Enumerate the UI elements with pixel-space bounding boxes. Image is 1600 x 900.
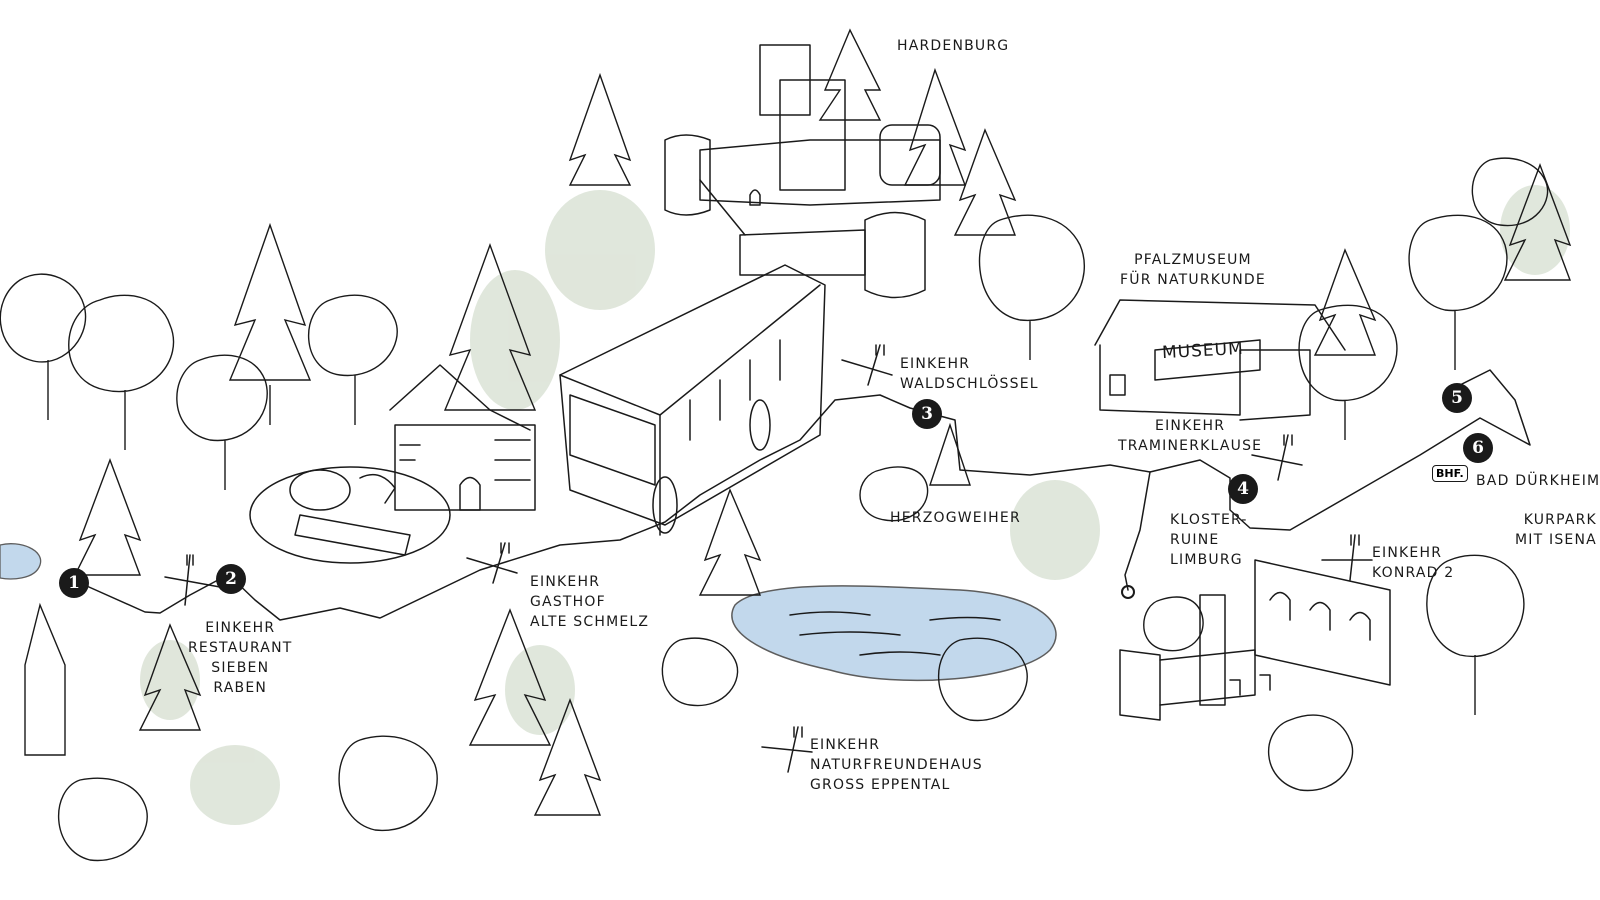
pfalzmuseum-label: PFALZMUSEUM FÜR NATURKUNDE bbox=[1120, 250, 1266, 290]
route-marker-3: 3 bbox=[912, 399, 942, 429]
konrad-line-2: KONRAD 2 bbox=[1372, 565, 1455, 581]
route-end-dot bbox=[1121, 585, 1135, 599]
naturfreundehaus-line-1: EINKEHR bbox=[810, 737, 881, 753]
food-plate bbox=[249, 466, 451, 564]
hiking-route bbox=[79, 369, 1531, 621]
naturfreundehaus-line-2: NATURFREUNDEHAUS bbox=[810, 757, 983, 773]
fork-knife-icon-6 bbox=[761, 726, 813, 773]
stop-konrad-label: EINKEHR KONRAD 2 bbox=[1372, 543, 1454, 583]
waldschloessel-line-1: EINKEHR bbox=[900, 356, 971, 372]
traminerklause-line-2: TRAMINERKLAUSE bbox=[1118, 438, 1263, 454]
alte-schmelz-line-3: ALTE SCHMELZ bbox=[530, 614, 650, 630]
hut bbox=[389, 364, 536, 511]
sieben-raben-line-1: EINKEHR bbox=[205, 620, 276, 636]
stop-naturfreundehaus-label: EINKEHR NATURFREUNDEHAUS GROSS EPPENTAL bbox=[810, 735, 983, 795]
museum-building bbox=[1094, 299, 1346, 421]
stop-sieben-raben-label: EINKEHR RESTAURANT SIEBEN RABEN bbox=[188, 618, 293, 698]
sieben-raben-line-3: SIEBEN bbox=[211, 660, 270, 676]
route-branch bbox=[1124, 471, 1151, 591]
bus-illustration bbox=[559, 264, 826, 536]
route-marker-5: 5 bbox=[1442, 383, 1472, 413]
bhf-sign-icon: BHF. bbox=[1432, 465, 1468, 482]
route-marker-2: 2 bbox=[216, 564, 246, 594]
waldschloessel-line-2: WALDSCHLÖSSEL bbox=[900, 376, 1039, 392]
route-marker-4: 4 bbox=[1228, 474, 1258, 504]
pfalzmuseum-line-2: FÜR NATURKUNDE bbox=[1120, 272, 1266, 288]
kurpark-line-1: KURPARK bbox=[1523, 512, 1597, 528]
traminerklause-line-1: EINKEHR bbox=[1155, 418, 1226, 434]
route-marker-1: 1 bbox=[59, 568, 89, 598]
route-marker-6: 6 bbox=[1463, 433, 1493, 463]
kloster-line-3: LIMBURG bbox=[1170, 552, 1243, 568]
alte-schmelz-line-1: EINKEHR bbox=[530, 574, 601, 590]
kloster-label: KLOSTER- RUINE LIMBURG bbox=[1170, 510, 1248, 570]
bad-duerkheim-label: BAD DÜRKHEIM bbox=[1476, 473, 1600, 489]
kurpark-line-2: MIT ISENA bbox=[1515, 532, 1597, 548]
green-wash bbox=[140, 185, 1570, 825]
hardenburg-castle bbox=[664, 44, 941, 299]
alte-schmelz-line-2: GASTHOF bbox=[530, 594, 606, 610]
konrad-line-1: EINKEHR bbox=[1372, 545, 1443, 561]
kloster-line-2: RUINE bbox=[1170, 532, 1220, 548]
sieben-raben-line-4: RABEN bbox=[213, 680, 268, 696]
kloster-line-1: KLOSTER- bbox=[1170, 512, 1248, 528]
pfalzmuseum-line-1: PFALZMUSEUM bbox=[1134, 252, 1252, 268]
stop-alte-schmelz-label: EINKEHR GASTHOF ALTE SCHMELZ bbox=[530, 572, 649, 632]
fork-knife-icon-5 bbox=[1321, 534, 1373, 581]
stop-waldschloessel-label: EINKEHR WALDSCHLÖSSEL bbox=[900, 354, 1039, 394]
naturfreundehaus-line-3: GROSS EPPENTAL bbox=[810, 777, 951, 793]
lake-wave-lines bbox=[789, 611, 1001, 656]
fork-knife-icon-3 bbox=[841, 344, 893, 386]
stop-traminerklause-label: EINKEHR TRAMINERKLAUSE bbox=[1118, 416, 1262, 456]
hardenburg-label: HARDENBURG bbox=[897, 38, 1010, 54]
sieben-raben-line-2: RESTAURANT bbox=[188, 640, 293, 656]
left-pond bbox=[0, 543, 42, 580]
kurpark-label: KURPARK MIT ISENA bbox=[1515, 510, 1597, 550]
museum-sign: MUSEUM bbox=[1161, 338, 1245, 364]
fork-knife-icon-1 bbox=[164, 554, 221, 606]
fork-knife-icon-4 bbox=[1251, 434, 1303, 481]
kloster-ruin bbox=[1119, 559, 1391, 721]
fork-knife-icon-2 bbox=[466, 542, 518, 584]
trees bbox=[0, 157, 1549, 862]
herzogweiher-label: HERZOGWEIHER bbox=[890, 510, 1021, 526]
herzogweiher-lake bbox=[731, 585, 1057, 682]
